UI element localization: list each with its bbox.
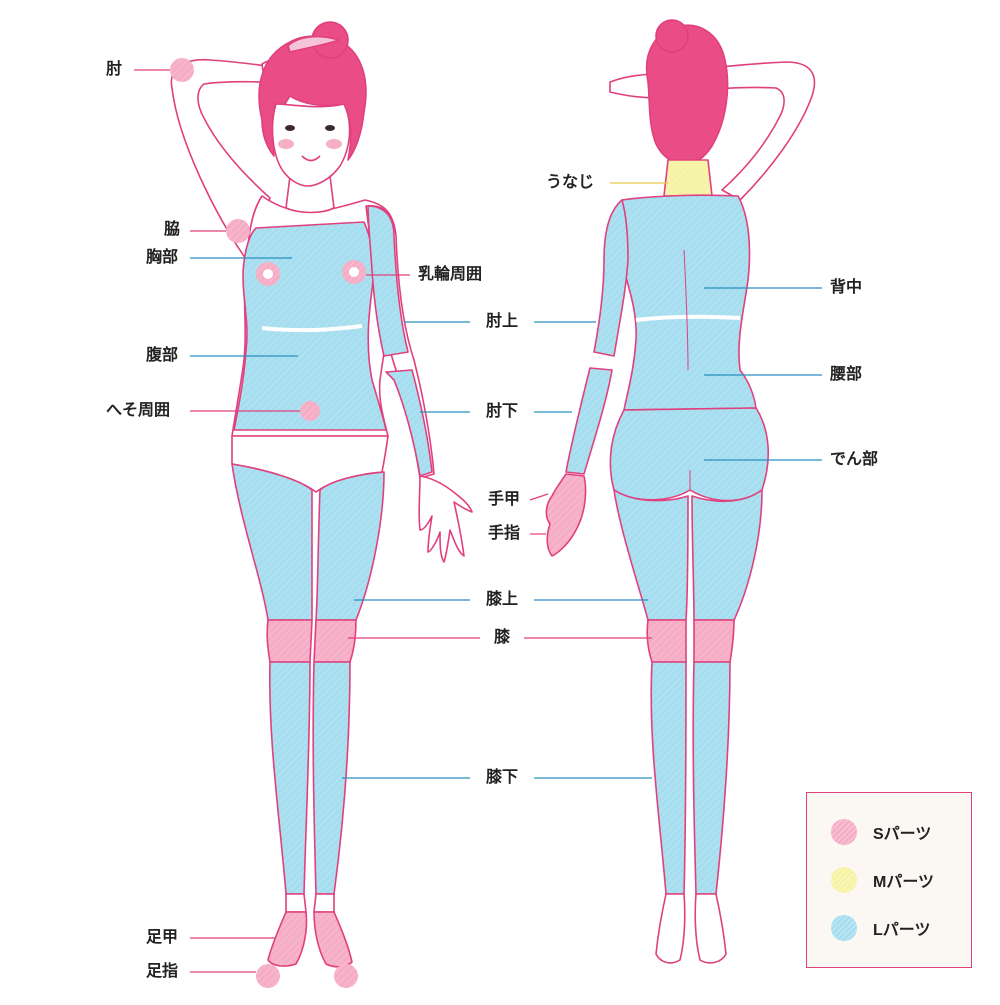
- label-back-of-hand: 手甲: [488, 491, 521, 508]
- legend-label-l: Lパーツ: [873, 922, 931, 939]
- front-face: [271, 103, 351, 187]
- front-foot-left: [313, 911, 353, 968]
- legend-swatch-m: [831, 867, 857, 893]
- label-elbow: 肘: [106, 61, 123, 78]
- label-navel: へそ周囲: [106, 402, 171, 419]
- label-areola: 乳輪周囲: [418, 266, 483, 283]
- label-top-of-foot: 足甲: [146, 929, 179, 946]
- front-knee-left: [313, 619, 357, 663]
- label-above-knee: 膝上: [485, 591, 519, 608]
- legend-item-m: Mパーツ: [831, 865, 934, 895]
- front-shin-right: [268, 661, 311, 895]
- front-hand: [418, 475, 473, 563]
- back-forearm: [565, 367, 613, 475]
- back-leg-left: [613, 489, 689, 621]
- front-foot-right: [267, 911, 308, 967]
- label-fingers: 手指: [488, 525, 521, 542]
- label-below-knee: 膝下: [485, 769, 519, 786]
- legend-swatch-l: [831, 915, 857, 941]
- back-knee-right: [693, 619, 735, 663]
- back-hand: [545, 473, 587, 557]
- back-upper-arm: [593, 199, 629, 357]
- front-leg-left: [315, 471, 385, 621]
- label-armpit: 脇: [164, 221, 181, 238]
- legend-item-s: Sパーツ: [831, 817, 931, 847]
- label-forearm: 肘下: [485, 403, 519, 420]
- back-shin-right: [692, 661, 731, 895]
- label-toes: 足指: [146, 963, 179, 980]
- back-knee-left: [646, 619, 687, 663]
- front-leg-right: [231, 463, 313, 621]
- label-nape: うなじ: [546, 174, 595, 191]
- label-back: 背中: [830, 279, 863, 296]
- back-shin-left: [650, 661, 687, 895]
- back-neck: [663, 159, 713, 197]
- label-lower-back: 腰部: [830, 366, 863, 383]
- legend: Sパーツ Mパーツ Lパーツ: [806, 792, 972, 968]
- front-figure: [170, 21, 473, 988]
- label-abdomen: 腹部: [146, 347, 179, 364]
- label-knee: 膝: [493, 629, 511, 646]
- label-buttocks: でん部: [830, 451, 879, 468]
- back-buttocks: [609, 407, 770, 502]
- legend-item-l: Lパーツ: [831, 913, 930, 943]
- label-upper-arm: 肘上: [485, 313, 519, 330]
- legend-label-m: Mパーツ: [873, 874, 935, 891]
- front-forearm-l: [385, 369, 433, 477]
- back-torso-l: [617, 194, 757, 411]
- front-upper-arm-l: [367, 205, 409, 357]
- label-chest: 胸部: [146, 249, 179, 266]
- legend-swatch-s: [831, 819, 857, 845]
- leader-lines: [134, 69, 822, 973]
- legend-label-s: Sパーツ: [873, 826, 932, 843]
- back-leg-right: [691, 489, 763, 621]
- front-torso-l: [233, 221, 387, 431]
- back-figure: [545, 19, 816, 964]
- front-knee-right: [266, 619, 313, 663]
